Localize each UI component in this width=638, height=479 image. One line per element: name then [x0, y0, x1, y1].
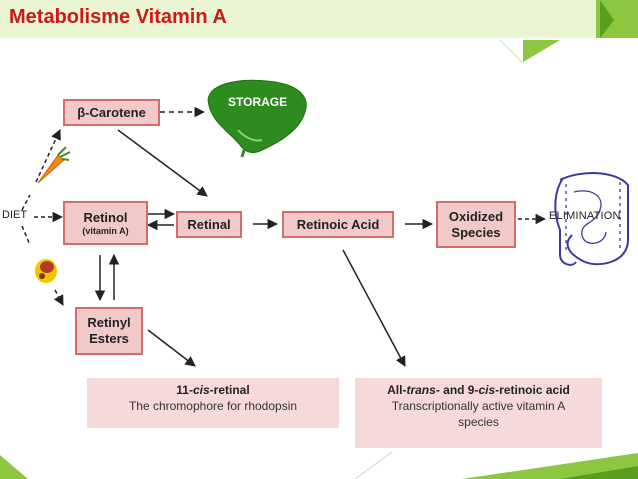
elimination-label: ELIMINATION — [549, 210, 621, 222]
liver-icon — [207, 79, 307, 158]
bottom-line — [354, 451, 393, 479]
storage-label: STORAGE — [228, 95, 288, 109]
slide-title: Metabolisme Vitamin A — [9, 6, 227, 28]
node-retinal: Retinal — [176, 211, 242, 238]
node-retinoic-acid: Retinoic Acid — [282, 211, 394, 238]
note-retinoic-acid: All-trans- and 9-cis-retinoic acid Trans… — [355, 378, 602, 448]
diet-label: DIET — [2, 209, 28, 221]
node-beta-carotene: β-Carotene — [63, 99, 160, 126]
carrot-icon — [37, 146, 71, 184]
bottom-triangle-left — [0, 455, 28, 479]
node-retinal-label: Retinal — [187, 216, 231, 232]
node-retinyl-esters: Retinyl Esters — [75, 307, 143, 355]
node-retinyl-line2: Esters — [89, 331, 129, 346]
note-cis-retinal: 11-cis-retinal The chromophore for rhodo… — [87, 378, 339, 428]
bottom-bar-right-dark — [560, 466, 638, 479]
corner-wedge — [523, 40, 560, 62]
node-retinoic-acid-label: Retinoic Acid — [296, 216, 380, 232]
note-retinoic-desc-2: species — [458, 415, 499, 429]
node-oxidized-species: Oxidized Species — [436, 201, 516, 248]
node-retinol-sublabel: (vitamin A) — [82, 225, 129, 236]
bottom-bar-right — [462, 453, 638, 479]
meat-icon — [35, 259, 57, 283]
arrow-carotene-retinal — [117, 129, 208, 197]
node-oxidized-line2: Species — [451, 224, 501, 240]
intestine-icon — [554, 172, 629, 266]
corner-line-top — [499, 39, 524, 64]
arrow-retinoic-note — [342, 249, 406, 367]
title-bar — [0, 0, 596, 38]
arrow-diet-esters — [21, 225, 63, 305]
node-oxidized-line1: Oxidized — [448, 208, 504, 224]
note-cis-retinal-desc: The chromophore for rhodopsin — [128, 399, 298, 413]
node-beta-carotene-label: β-Carotene — [77, 104, 146, 120]
node-retinol-label: Retinol — [83, 209, 128, 225]
node-retinol: Retinol (vitamin A) — [63, 201, 148, 245]
note-retinoic-title: All-trans- and 9-cis-retinoic acid — [387, 383, 570, 397]
arrow-diet-carotene — [21, 130, 60, 211]
note-cis-retinal-title: 11-cis-retinal — [176, 383, 250, 397]
corner-triangle-dark — [600, 0, 614, 38]
note-retinoic-desc-1: Transcriptionally active vitamin A — [391, 399, 566, 413]
node-retinyl-line1: Retinyl — [87, 315, 131, 330]
arrow-esters-cisretinal — [147, 329, 196, 367]
